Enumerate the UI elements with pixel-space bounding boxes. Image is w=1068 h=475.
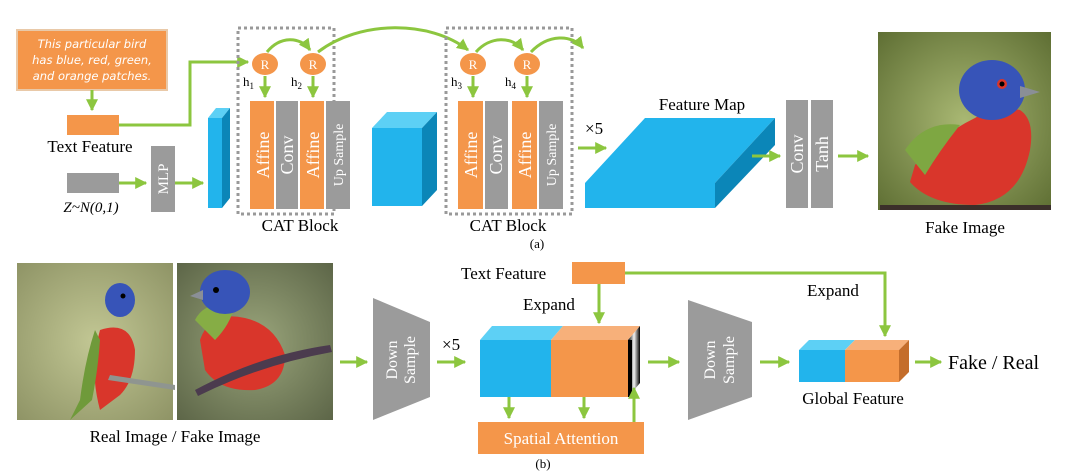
output-conv-block — [786, 100, 808, 208]
mlp-label: MLP — [156, 164, 172, 195]
recurrent-unit-1 — [252, 53, 278, 75]
initial-feature-slab — [208, 108, 230, 208]
recurrent-unit-3 — [460, 53, 486, 75]
recurrent-unit-1-label: R — [261, 57, 270, 72]
cat1-upsample — [326, 101, 350, 209]
feature-map-label: Feature Map — [659, 95, 745, 114]
cat2-conv-label: Conv — [486, 135, 506, 174]
fake-real-output-label: Fake / Real — [948, 352, 1040, 374]
cat1-affine-1-label: Affine — [253, 132, 273, 179]
cat2-conv — [485, 101, 508, 209]
cat-block-1-label: CAT Block — [262, 216, 339, 235]
cat-block-2-frame — [444, 26, 574, 216]
middle-feature-cube — [372, 112, 437, 206]
spatial-attention-block — [478, 422, 644, 454]
fake-bird-image — [878, 32, 1051, 210]
cat2-affine-2 — [512, 101, 537, 209]
r3-to-r4-arrow — [474, 37, 525, 54]
recurrent-unit-2 — [300, 53, 326, 75]
cat-block-2-label: CAT Block — [470, 216, 547, 235]
text-feature-to-global-arrow — [625, 271, 891, 338]
cat1-conv — [276, 101, 298, 209]
hidden-state-4: h4 — [505, 74, 517, 91]
fake-bird-image-input — [177, 263, 333, 420]
down-sample-1-block — [373, 298, 430, 420]
cat2-upsample-label: Up Sample — [545, 124, 560, 187]
real-bird-image — [17, 263, 175, 420]
caption-line-2: has blue, red, green, — [32, 53, 152, 67]
panel-b-label: (b) — [535, 456, 550, 471]
global-feature-block — [799, 340, 909, 382]
r1-to-r2-arrow — [265, 37, 312, 54]
cat2-affine-1 — [458, 101, 483, 209]
hidden-state-3: h3 — [451, 74, 463, 91]
cat1-affine-1 — [250, 101, 274, 209]
noise-label: Z~N(0,1) — [63, 200, 118, 216]
down-sample-2-word-1: Down — [702, 340, 719, 379]
down-sample-2-word-2: Sample — [721, 336, 738, 384]
text-feature-to-cat-arrow — [119, 56, 250, 127]
cat1-affine-2-label: Affine — [303, 132, 323, 179]
expand-label-1: Expand — [523, 295, 575, 314]
recurrent-unit-3-label: R — [469, 57, 478, 72]
down-sample-1-word-2: Sample — [402, 336, 419, 384]
concat-feature-block — [480, 326, 640, 397]
down-sample-1-word-1: Down — [384, 340, 401, 379]
cat1-conv-label: Conv — [277, 135, 297, 174]
spatial-attention-label: Spatial Attention — [504, 429, 619, 448]
mlp-block — [151, 146, 175, 212]
down-sample-2-block — [688, 300, 752, 420]
hidden-state-1: h1 — [243, 74, 254, 91]
recurrent-unit-4 — [514, 53, 540, 75]
output-tanh-label: Tanh — [812, 136, 832, 172]
cat1-upsample-label: Up Sample — [332, 124, 347, 187]
expand-label-2: Expand — [807, 281, 859, 300]
generator-repeat-label: ×5 — [585, 119, 603, 138]
r4-out-arrow — [529, 35, 585, 54]
disc-text-feature-label: Text Feature — [461, 264, 546, 283]
text-feature-label: Text Feature — [47, 137, 132, 156]
r2-to-r3-arrow — [317, 26, 469, 54]
cat2-upsample — [539, 101, 563, 209]
discriminator-repeat-label: ×5 — [442, 335, 460, 354]
text-caption-note: This particular bird has blue, red, gree… — [16, 29, 168, 91]
hidden-state-2: h2 — [291, 74, 302, 91]
cat2-affine-1-label: Affine — [461, 132, 481, 179]
recurrent-unit-2-label: R — [309, 57, 318, 72]
caption-line-3: and orange patches. — [33, 69, 152, 83]
text-feature-block — [67, 115, 119, 135]
output-tanh-block — [811, 100, 833, 208]
caption-line-1: This particular bird — [38, 37, 147, 51]
noise-block — [67, 173, 119, 193]
fake-image-label: Fake Image — [925, 218, 1005, 237]
global-feature-label: Global Feature — [802, 389, 904, 408]
panel-a-label: (a) — [530, 236, 544, 251]
disc-text-feature-block — [572, 262, 625, 284]
recurrent-unit-4-label: R — [523, 57, 532, 72]
feature-map-slab — [585, 118, 775, 208]
output-conv-label: Conv — [787, 134, 807, 173]
real-fake-image-label: Real Image / Fake Image — [90, 427, 261, 446]
cat2-affine-2-label: Affine — [515, 132, 535, 179]
cat1-affine-2 — [300, 101, 324, 209]
